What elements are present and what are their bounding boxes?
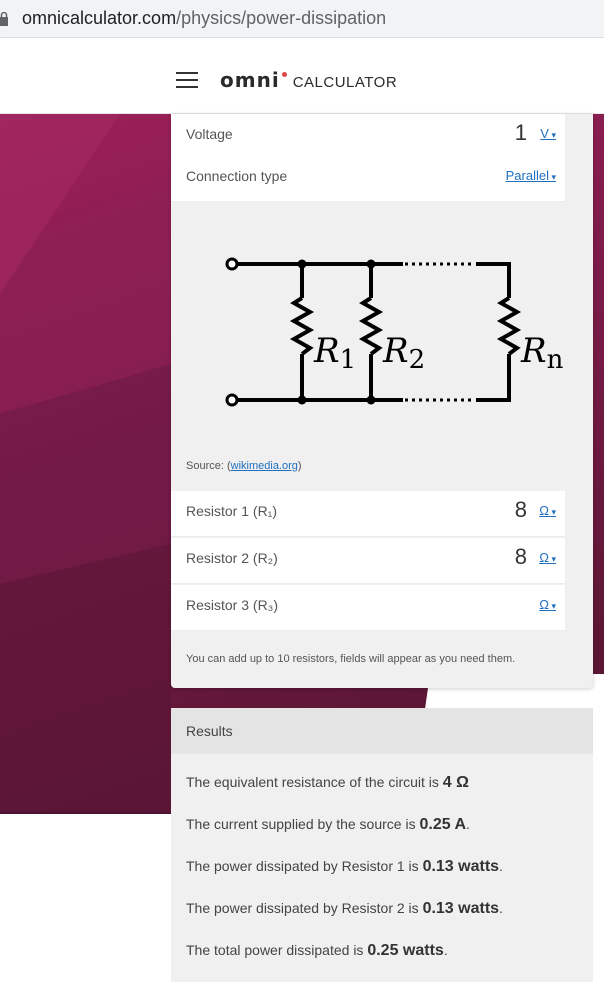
voltage-row[interactable]: Voltage 1 V: [171, 114, 565, 160]
connection-type-row[interactable]: Connection type Parallel: [171, 156, 565, 202]
connection-type-select[interactable]: Parallel: [506, 168, 556, 183]
results-header: Results: [171, 708, 593, 754]
result-power-r2: The power dissipated by Resistor 2 is 0.…: [186, 900, 503, 917]
current-value: 0.25 A: [419, 816, 467, 833]
url-text[interactable]: omnicalculator.com/physics/power-dissipa…: [22, 8, 386, 29]
result-total-power: The total power dissipated is 0.25 watts…: [186, 942, 448, 959]
resistor-2-input[interactable]: 8: [514, 544, 527, 569]
omni-logo[interactable]: omni CALCULATOR: [220, 68, 397, 92]
power-r1-value: 0.13 watts: [422, 858, 500, 875]
voltage-input[interactable]: 1: [514, 120, 527, 145]
hamburger-menu-icon[interactable]: [176, 72, 198, 88]
url-domain: omnicalculator.com: [22, 8, 177, 28]
power-r2-value: 0.13 watts: [422, 900, 500, 917]
calculator-card: Voltage 1 V Connection type Parallel: [171, 114, 593, 688]
results-card: Results The equivalent resistance of the…: [171, 708, 593, 982]
image-source: Source: (wikimedia.org): [186, 460, 302, 472]
parallel-circuit-diagram: R1 R2 Rn: [171, 202, 565, 485]
resistor-2-unit-select[interactable]: Ω: [539, 550, 556, 565]
label-r1: R1: [313, 331, 356, 375]
resistor-1-unit-select[interactable]: Ω: [539, 503, 556, 518]
resistor-1-input[interactable]: 8: [514, 497, 527, 522]
resistor-1-label: Resistor 1 (R₁): [186, 503, 278, 519]
logo-omni: omni: [220, 68, 280, 92]
address-bar[interactable]: omnicalculator.com/physics/power-dissipa…: [0, 0, 604, 38]
result-current: The current supplied by the source is 0.…: [186, 816, 470, 833]
resistor-2-row[interactable]: Resistor 2 (R₂) 8 Ω: [171, 538, 565, 584]
resistor-3-label: Resistor 3 (R₃): [186, 597, 279, 613]
logo-dot: [281, 72, 287, 77]
logo-calculator: CALCULATOR: [292, 74, 398, 91]
resistor-1-row[interactable]: Resistor 1 (R₁) 8 Ω: [171, 491, 565, 537]
wikimedia-link[interactable]: wikimedia.org: [230, 460, 298, 472]
voltage-label: Voltage: [186, 126, 233, 142]
url-path: /physics/power-dissipation: [176, 8, 387, 28]
voltage-unit-select[interactable]: V: [540, 126, 556, 141]
equivalent-resistance-value: 4 Ω: [442, 774, 469, 791]
resistor-2-label: Resistor 2 (R₂): [186, 550, 278, 566]
connection-type-label: Connection type: [186, 168, 288, 184]
results-title: Results: [186, 723, 233, 739]
lock-icon: [0, 12, 8, 26]
result-equivalent-resistance: The equivalent resistance of the circuit…: [186, 774, 469, 791]
total-power-value: 0.25 watts: [367, 942, 444, 959]
resistor-3-row[interactable]: Resistor 3 (R₃) Ω: [171, 585, 565, 631]
result-power-r1: The power dissipated by Resistor 1 is 0.…: [186, 858, 503, 875]
label-rn: Rn: [520, 331, 564, 375]
label-r2: R2: [382, 331, 425, 375]
resistor-note: You can add up to 10 resistors, fields w…: [186, 653, 516, 665]
site-header: omni CALCULATOR: [0, 42, 604, 114]
resistor-3-unit-select[interactable]: Ω: [539, 597, 556, 612]
